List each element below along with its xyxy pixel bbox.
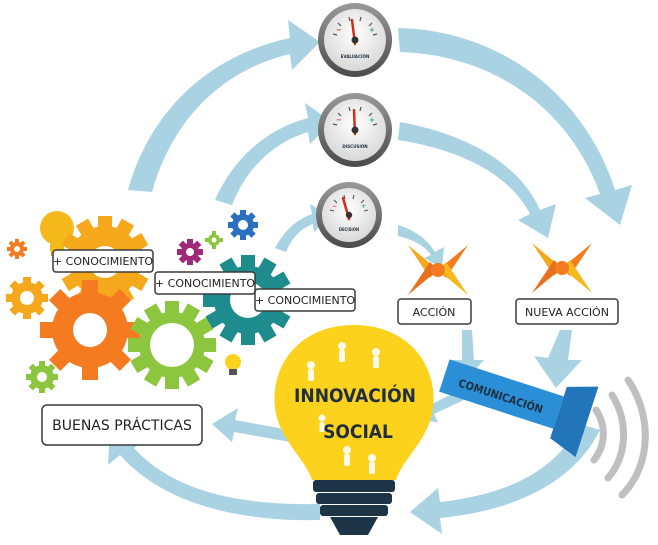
nueva-accion-label: NUEVA ACCIÓN [525,306,609,319]
knowledge-tag-1: + CONOCIMIENTO [52,249,154,273]
svg-text:−: − [336,116,342,124]
innovation-bulb: INNOVACIÓN SOCIAL [274,325,434,535]
accion-label: ACCIÓN [413,306,456,319]
handshake-nueva-accion-icon [532,243,592,293]
svg-text:+: + [361,203,366,210]
arrow-middle-left [215,103,332,205]
svg-text:−: − [336,26,342,34]
gauge-label: DISCUSIÓN [342,143,368,150]
arrow-inner-right [398,225,444,268]
gears-cluster [6,210,293,393]
arrow-to-practices [212,408,290,442]
gauge-evaluacion: − + EVALUACIÓN [318,3,392,77]
bulb-title-line2: SOCIAL [323,421,393,443]
bulb-title-line1: INNOVACIÓN [294,383,416,407]
nueva-accion-tag: NUEVA ACCIÓN [515,298,619,325]
svg-text:−: − [332,203,337,210]
gear-orange-icon [6,277,48,319]
gear-orange-large-icon [40,280,140,380]
knowledge-tag-label: + CONOCIMIENTO [53,255,153,268]
gauge-decision: − + DECISIÓN [316,182,382,248]
arrow-bottom-right [410,424,600,534]
accion-tag: ACCIÓN [397,298,472,325]
arrow-outer-left [128,20,320,192]
svg-text:+: + [369,116,375,124]
buenas-practicas-label: BUENAS PRÁCTICAS [52,417,192,434]
buenas-practicas-tag: BUENAS PRÁCTICAS [41,404,203,446]
gear-purple-icon [177,239,203,265]
arrow-outer-right [398,28,632,225]
knowledge-tag-3: + CONOCIMIENTO [254,288,356,312]
arrow-right-down [534,330,582,388]
gauge-label: DECISIÓN [339,227,359,232]
gear-green-small-icon [26,361,58,393]
gauge-discusion: − + DISCUSIÓN [318,93,392,167]
handshake-accion-icon [408,245,468,295]
knowledge-tag-label: + CONOCIMIENTO [255,294,355,307]
sound-waves-icon [590,376,649,499]
cycle-arrows [108,20,632,534]
gear-blue-icon [228,210,258,240]
gear-green-tiny-icon [205,231,223,249]
gear-green-large-icon [128,301,216,389]
knowledge-tag-2: + CONOCIMIENTO [154,271,256,295]
tiny-bulb-icon [225,354,241,375]
gear-orange-small-icon [7,239,27,259]
gauge-label: EVALUACIÓN [341,53,370,60]
arrow-middle-right [398,122,556,238]
knowledge-tag-label: + CONOCIMIENTO [155,277,255,290]
svg-text:+: + [369,26,375,34]
